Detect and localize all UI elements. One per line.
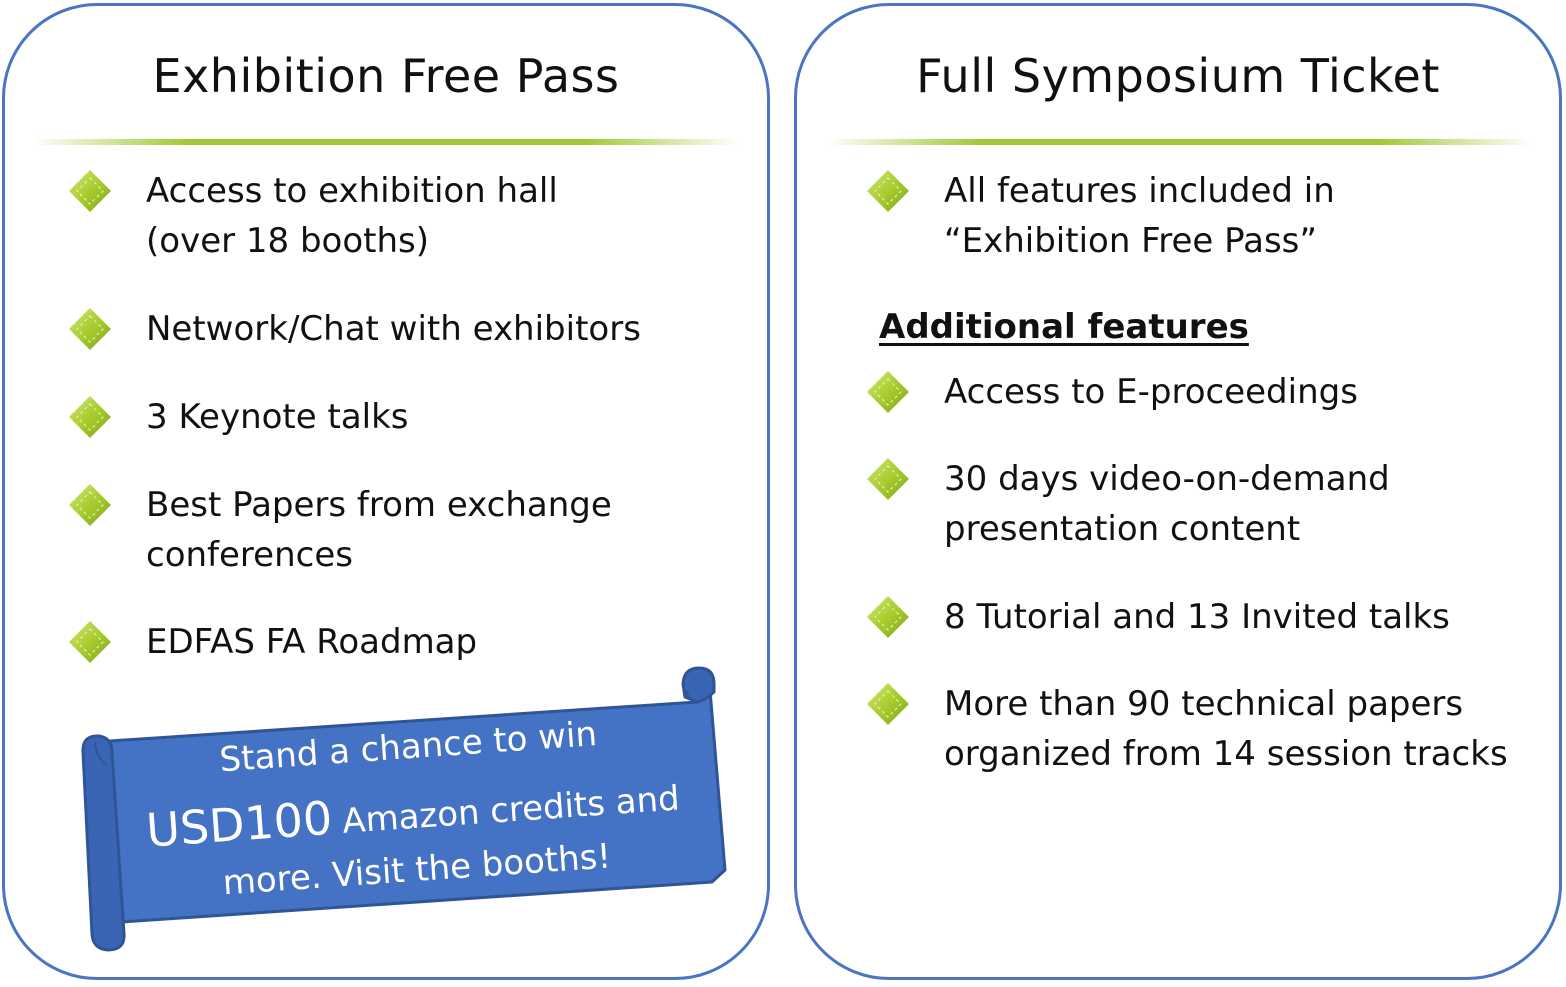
- card-title: Full Symposium Ticket: [916, 49, 1440, 103]
- list-item: More than 90 technical papers organized …: [867, 679, 1508, 779]
- list-item-line: EDFAS FA Roadmap: [146, 622, 478, 662]
- list-item: Access to E-proceedings: [867, 367, 1358, 417]
- list-item-line: More than 90 technical papers: [944, 684, 1464, 724]
- green-diamond-bullet-icon: [69, 170, 111, 212]
- green-diamond-bullet-icon: [867, 170, 909, 212]
- title-divider: [33, 139, 739, 145]
- list-item-line: conferences: [146, 535, 353, 575]
- list-item: 30 days video-on-demand presentation con…: [867, 454, 1390, 554]
- list-item-line: Network/Chat with exhibitors: [146, 309, 641, 349]
- list-item-line: 30 days video-on-demand: [944, 459, 1390, 499]
- list-item-line: (over 18 booths): [146, 221, 430, 261]
- list-item-line: organized from 14 session tracks: [944, 734, 1508, 774]
- list-item-line: Access to exhibition hall: [146, 171, 558, 211]
- green-diamond-bullet-icon: [867, 371, 909, 413]
- green-diamond-bullet-icon: [69, 396, 111, 438]
- list-item-line: “Exhibition Free Pass”: [944, 221, 1317, 261]
- title-divider: [827, 139, 1533, 145]
- list-item-line: Best Papers from exchange: [146, 485, 612, 525]
- green-diamond-bullet-icon: [867, 596, 909, 638]
- green-diamond-bullet-icon: [69, 621, 111, 663]
- green-diamond-bullet-icon: [867, 683, 909, 725]
- list-item: Network/Chat with exhibitors: [69, 304, 641, 354]
- green-diamond-bullet-icon: [69, 484, 111, 526]
- list-item: Best Papers from exchange conferences: [69, 480, 612, 580]
- list-item: EDFAS FA Roadmap: [69, 617, 478, 667]
- list-item-line: presentation content: [944, 509, 1301, 549]
- list-item: 3 Keynote talks: [69, 392, 409, 442]
- list-item: 8 Tutorial and 13 Invited talks: [867, 592, 1450, 642]
- green-diamond-bullet-icon: [69, 308, 111, 350]
- list-item-line: 8 Tutorial and 13 Invited talks: [944, 597, 1450, 637]
- full-symposium-ticket-card: Full Symposium Ticket All features inclu…: [794, 3, 1562, 980]
- green-diamond-bullet-icon: [867, 458, 909, 500]
- card-title: Exhibition Free Pass: [152, 49, 620, 103]
- additional-features-heading: Additional features: [879, 307, 1249, 347]
- list-item: Access to exhibition hall (over 18 booth…: [69, 166, 558, 266]
- prize-amount: USD100: [144, 790, 334, 858]
- list-item: All features included in “Exhibition Fre…: [867, 166, 1335, 266]
- list-item-line: Access to E-proceedings: [944, 372, 1358, 412]
- list-item-line: All features included in: [944, 171, 1335, 211]
- list-item-line: 3 Keynote talks: [146, 397, 409, 437]
